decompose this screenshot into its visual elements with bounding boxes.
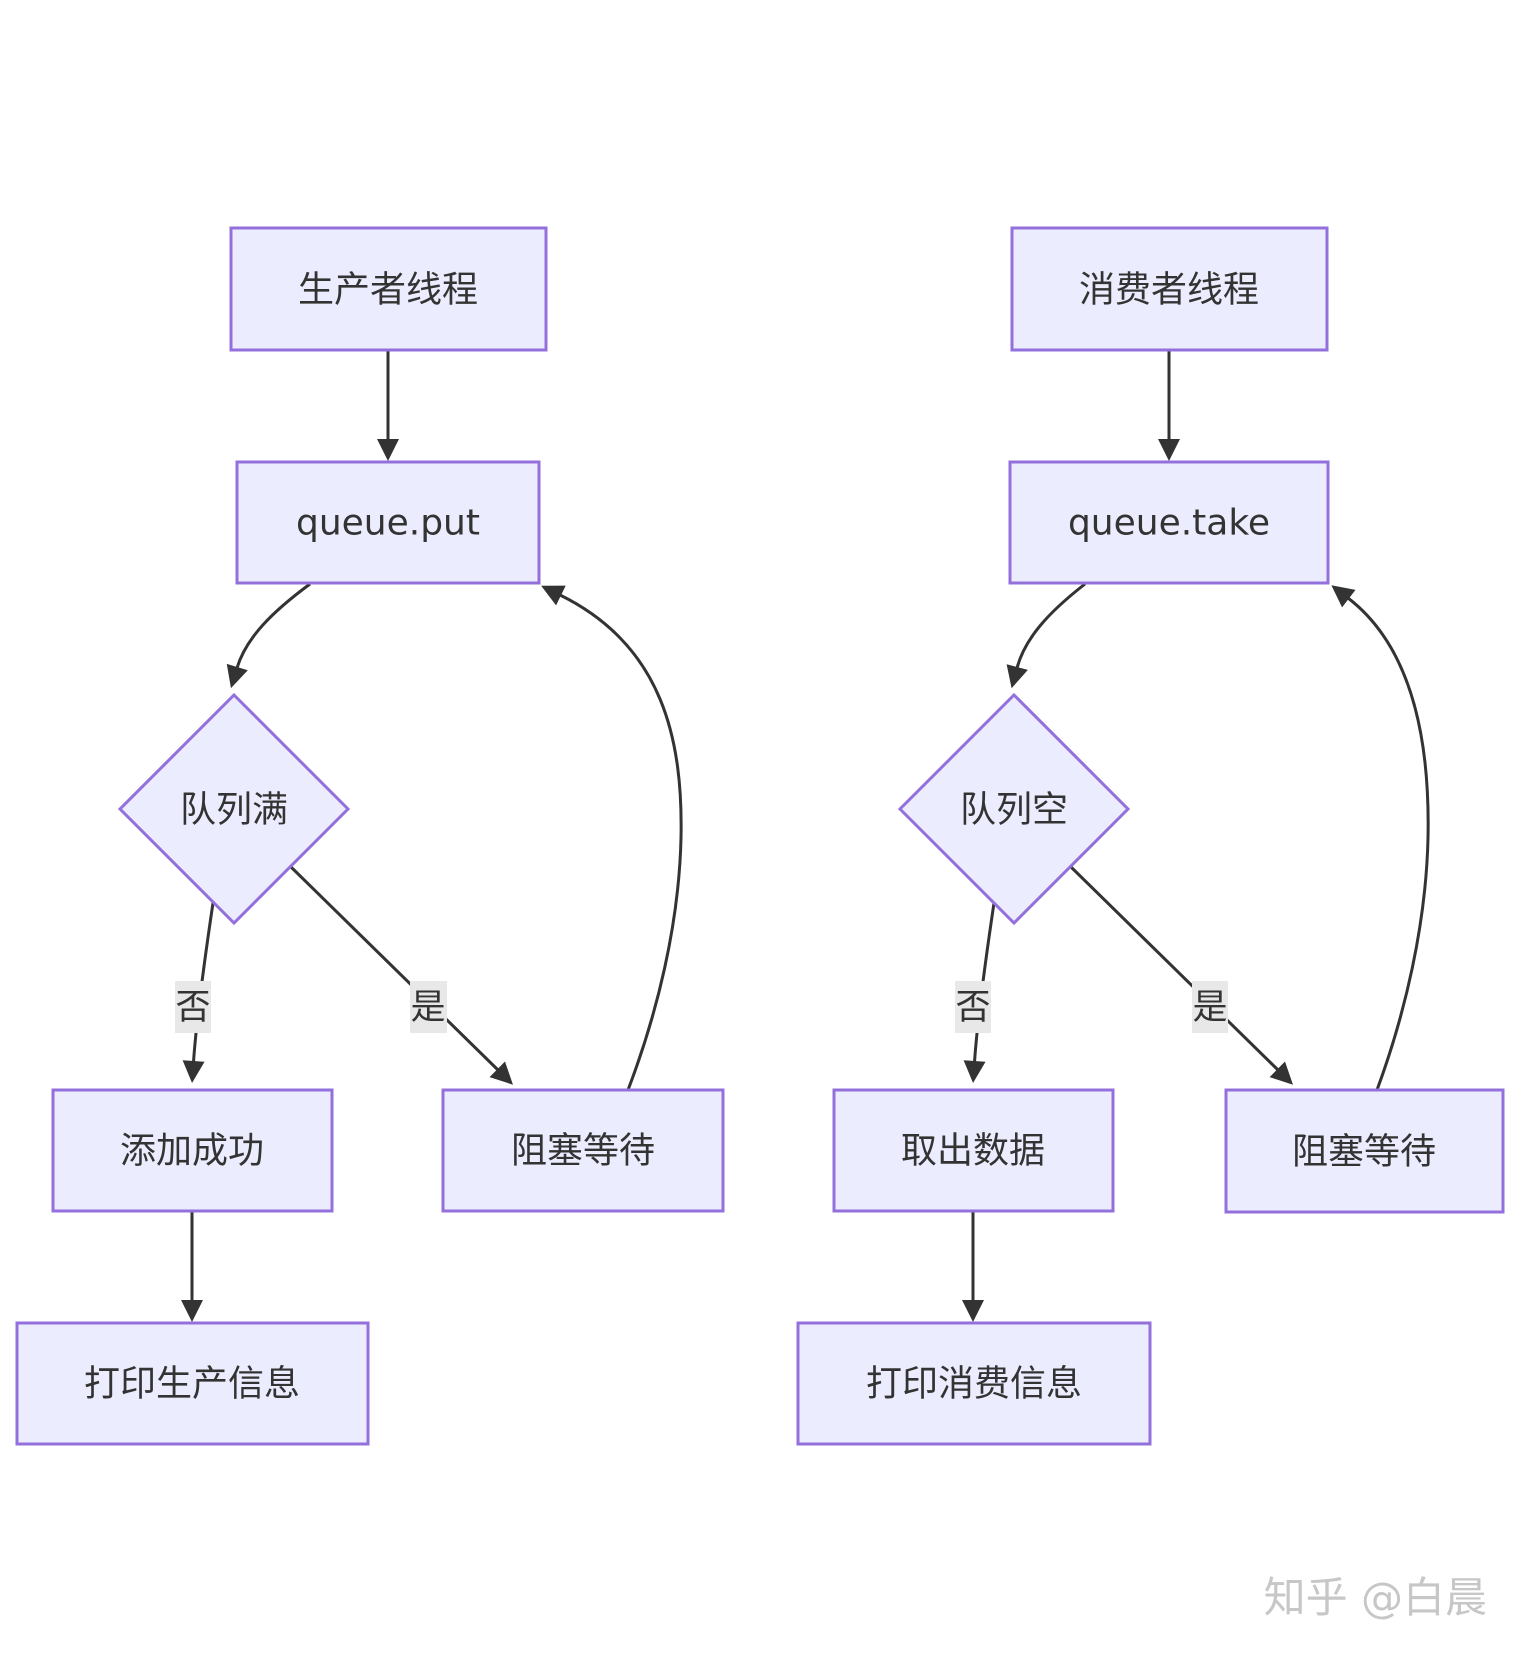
node-label: 阻塞等待 [1292, 1132, 1436, 1173]
node-label: queue.put [296, 503, 480, 544]
edge-label-text: 否 [955, 988, 990, 1028]
node-label: 打印生产信息 [84, 1364, 300, 1405]
node-box [51, 1088, 334, 1213]
node-producer-thread: 生产者线程 [229, 226, 548, 352]
node-print-consume-info: 打印消费信息 [796, 1321, 1152, 1446]
edge-label-no-producer: 否 [175, 981, 211, 1033]
node-label: 阻塞等待 [511, 1131, 655, 1172]
node-box [1010, 226, 1329, 352]
decision-diamond [117, 692, 351, 926]
node-label: 生产者线程 [298, 270, 478, 311]
edge-block-wait-to-queue-put [541, 585, 683, 1091]
edge-queue-take-to-queue-empty [1006, 582, 1086, 689]
zhihu-watermark: 知乎 @白晨 [1264, 1573, 1487, 1622]
node-box [832, 1088, 1115, 1213]
node-box [235, 460, 541, 585]
edge-group [181, 350, 1430, 1322]
edge-label-background [410, 981, 447, 1033]
node-queue-full-decision: 队列满 [117, 692, 351, 926]
edge-block-wait-to-queue-take [1331, 585, 1430, 1091]
node-label: 打印消费信息 [866, 1364, 1082, 1405]
edge-label-text: 是 [1192, 988, 1227, 1028]
edge-label-yes-consumer: 是 [1192, 981, 1228, 1033]
node-label: 队列空 [960, 790, 1068, 831]
node-consumer-thread: 消费者线程 [1010, 226, 1329, 352]
node-print-produce-info: 打印生产信息 [15, 1321, 370, 1446]
edge-label-background [955, 981, 991, 1033]
node-label: 队列满 [180, 790, 288, 831]
node-queue-take: queue.take [1008, 460, 1330, 585]
node-label: queue.take [1068, 503, 1270, 544]
node-label: 添加成功 [120, 1131, 264, 1172]
node-box [441, 1088, 725, 1213]
node-block-wait-producer: 阻塞等待 [441, 1088, 725, 1213]
node-queue-empty-decision: 队列空 [897, 692, 1131, 926]
edge-label-background [175, 981, 211, 1033]
node-box [229, 226, 548, 352]
node-box [796, 1321, 1152, 1446]
edge-label-yes-producer: 是 [410, 981, 447, 1033]
node-add-success: 添加成功 [51, 1088, 334, 1213]
edge-label-no-consumer: 否 [955, 981, 991, 1033]
node-label: 取出数据 [901, 1131, 1045, 1172]
node-queue-put: queue.put [235, 460, 541, 585]
node-take-data: 取出数据 [832, 1088, 1115, 1213]
decision-diamond [897, 692, 1131, 926]
node-block-wait-consumer: 阻塞等待 [1224, 1088, 1505, 1214]
edge-queue-empty-yes-to-block-wait [1069, 865, 1293, 1085]
edge-label-background [1192, 981, 1228, 1033]
edge-queue-full-yes-to-block-wait [289, 865, 513, 1085]
node-label: 消费者线程 [1079, 270, 1259, 311]
node-box [15, 1321, 370, 1446]
node-box [1008, 460, 1330, 585]
node-box [1224, 1088, 1505, 1214]
edge-queue-put-to-queue-full [226, 582, 311, 689]
edge-label-text: 是 [410, 988, 445, 1028]
edge-label-text: 否 [175, 988, 210, 1028]
